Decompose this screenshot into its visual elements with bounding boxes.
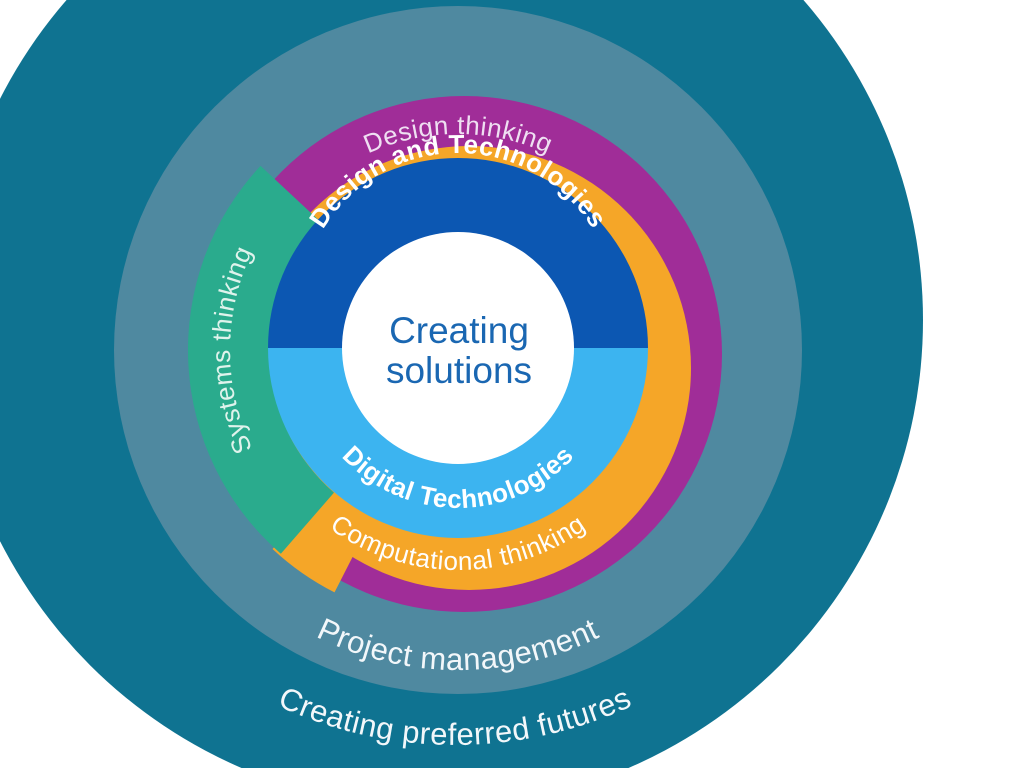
arc-systems-thinking <box>187 165 334 554</box>
center-label-line1: Creating <box>389 310 529 351</box>
center-circle <box>342 232 574 464</box>
center-label-line2: solutions <box>386 350 532 391</box>
arc-computational-thinking-end-patch <box>272 485 375 593</box>
